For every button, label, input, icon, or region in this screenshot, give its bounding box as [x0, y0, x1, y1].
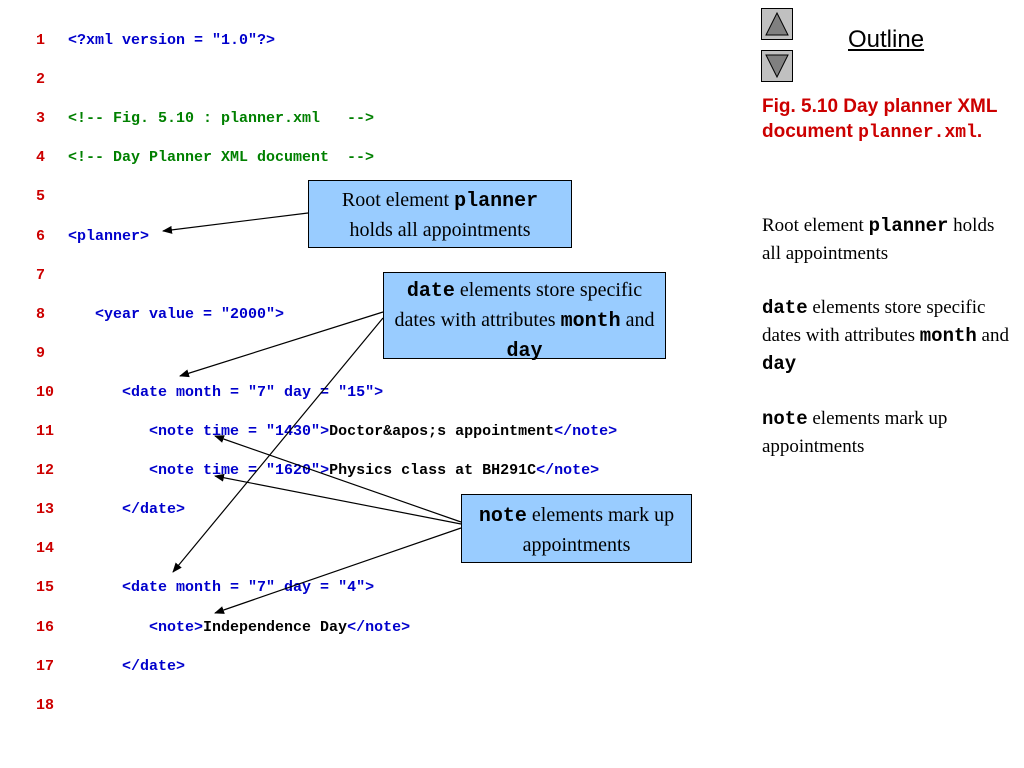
arrow-note-3 [214, 527, 462, 614]
code-token: <!-- Fig. 5.10 : planner.xml --> [68, 110, 375, 128]
code-token: Independence Day [203, 618, 348, 636]
code-token: "1.0" [212, 32, 258, 49]
code-token: > [365, 579, 375, 597]
code-text: <note>Independence Day</note> [68, 617, 410, 639]
code-token: "15" [338, 383, 375, 401]
line-number: 7 [36, 266, 46, 284]
arrow-date-2 [172, 317, 384, 573]
line-number: 8 [36, 305, 46, 323]
triangle-up-icon [765, 11, 789, 36]
previous-slide-button[interactable] [761, 8, 793, 40]
line-number: 16 [36, 618, 55, 636]
figure-caption: Fig. 5.10 Day planner XML document plann… [762, 96, 998, 143]
line-number: 6 [36, 227, 46, 245]
line-number: 13 [36, 501, 55, 519]
code-token: Doctor&apos;s appointment [329, 423, 555, 440]
code-token: Physics class at BH291C [329, 462, 537, 480]
code-token: </date> [68, 657, 186, 675]
code-text: <!-- Fig. 5.10 : planner.xml --> [68, 108, 374, 130]
code-token: > [320, 423, 330, 440]
code-token: <note time = [68, 462, 267, 480]
line-number: 15 [36, 579, 55, 597]
code-token: "7" [248, 383, 276, 401]
line-number: 12 [36, 462, 55, 480]
callout-planner: Root element planner holds all appointme… [308, 180, 572, 248]
code-text: <!-- Day Planner XML document --> [68, 147, 374, 169]
side-note-date: date elements store specific dates with … [762, 297, 1009, 375]
arrow-note-1 [214, 435, 462, 523]
line-number: 11 [36, 423, 55, 440]
arrow-planner [162, 212, 309, 234]
line-number: 5 [36, 188, 46, 206]
code-token: > [374, 383, 384, 401]
code-token: <year value = [68, 305, 222, 323]
next-slide-button[interactable] [761, 50, 793, 82]
code-token: <note time = [68, 423, 267, 440]
code-token: <date month = [68, 579, 249, 597]
code-text: <date month = "7" day = "15"> [68, 382, 383, 404]
code-text: <planner> [68, 226, 149, 248]
code-token: "7" [248, 579, 276, 597]
code-token: <?xml version = [68, 32, 213, 49]
code-token: </note> [536, 462, 600, 480]
code-listing: 1 <?xml version = "1.0"?> 2 3 <!-- Fig. 5.10… [36, 30, 617, 714]
code-text: </date> [68, 656, 185, 678]
code-token: "2000" [221, 305, 276, 323]
code-token: day = [275, 383, 339, 401]
side-note-note: note elements mark up appointments [762, 408, 948, 457]
side-notes: Root element planner holds all appointme… [762, 212, 1017, 487]
line-number: 9 [36, 344, 46, 362]
outline-link[interactable]: Outline [848, 26, 925, 53]
line-number: 2 [36, 71, 46, 89]
code-token: day = [275, 579, 339, 597]
line-number: 3 [36, 110, 46, 128]
line-number: 4 [36, 149, 46, 167]
triangle-down-icon [765, 54, 789, 79]
side-note-planner: Root element planner holds all appointme… [762, 215, 995, 264]
code-token: </note> [554, 423, 618, 440]
code-text: <note time = "1620">Physics class at BH2… [68, 460, 599, 482]
code-token: "1430" [266, 423, 321, 440]
code-token: <planner> [68, 227, 150, 245]
code-token: <!-- Day Planner XML document --> [68, 149, 375, 167]
code-token: ?> [257, 32, 276, 49]
code-token: </note> [347, 618, 411, 636]
callout-date: date elements store specific dates with … [383, 272, 666, 363]
line-number: 17 [36, 657, 55, 675]
code-token: "4" [338, 579, 366, 597]
code-text: <note time = "1430">Doctor&apos;s appoin… [68, 421, 617, 443]
code-token: > [275, 305, 285, 323]
code-token: <note> [68, 618, 204, 636]
code-token: "1620" [266, 462, 321, 480]
code-token: > [320, 462, 330, 480]
arrow-date-1 [179, 311, 384, 378]
line-number: 10 [36, 383, 55, 401]
line-number: 14 [36, 540, 55, 558]
line-number: 1 [36, 32, 46, 49]
arrow-note-2 [214, 473, 462, 525]
code-text: </date> [68, 499, 185, 521]
code-token: </date> [68, 501, 186, 519]
callout-note: note elements mark up appointments [461, 494, 692, 563]
line-number: 18 [36, 696, 55, 714]
code-text: <date month = "7" day = "4"> [68, 577, 374, 599]
code-text: <year value = "2000"> [68, 304, 284, 326]
code-text: <?xml version = "1.0"?> [68, 30, 275, 52]
code-token: <date month = [68, 383, 249, 401]
